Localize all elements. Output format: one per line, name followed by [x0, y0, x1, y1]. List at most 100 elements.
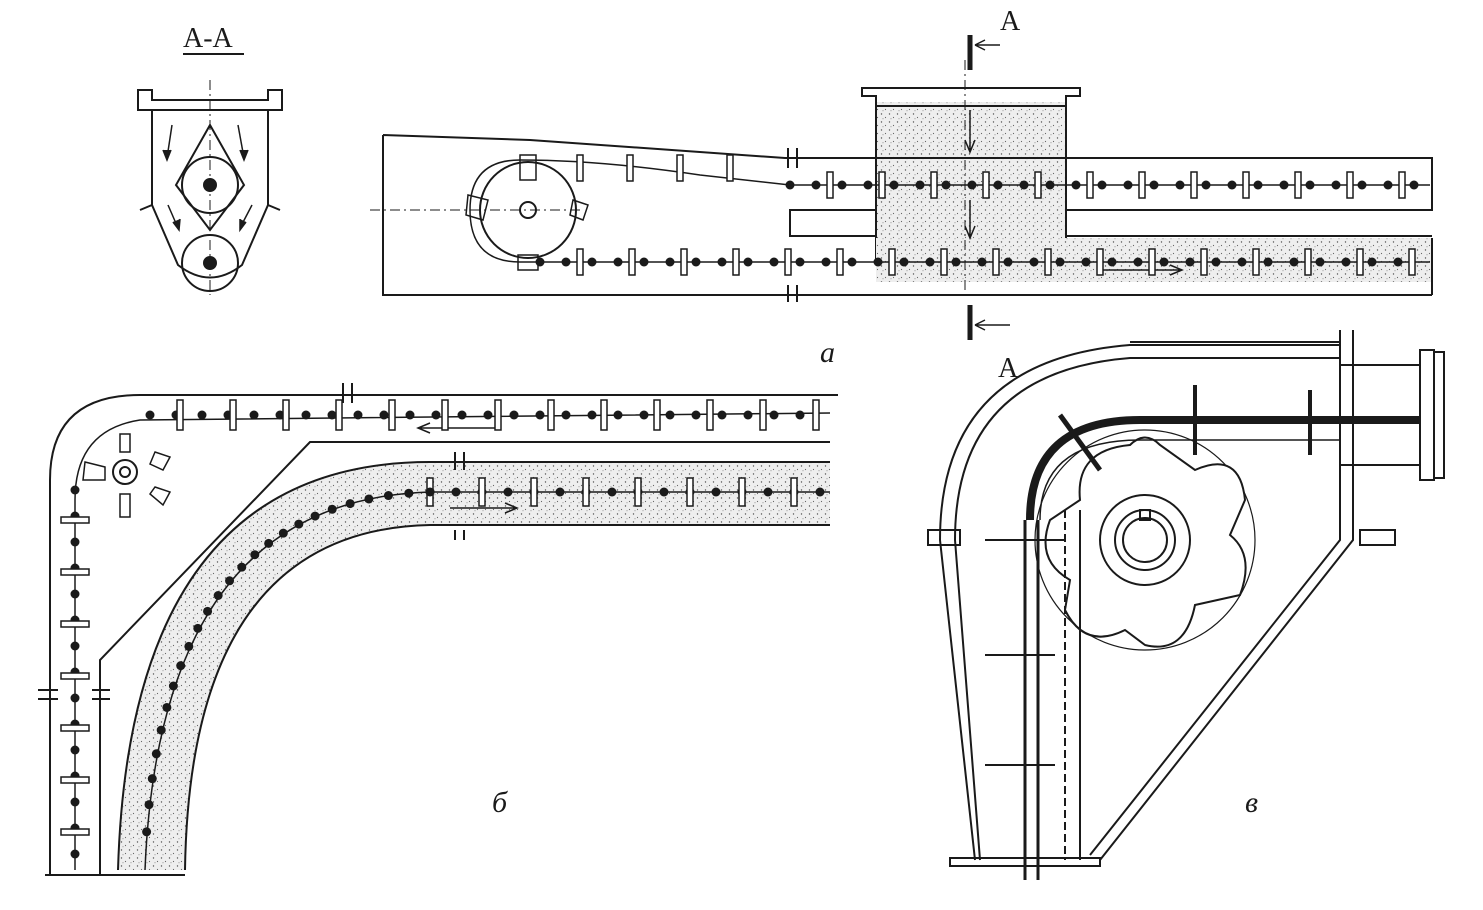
chain-link: [1107, 257, 1117, 267]
chain-link: [278, 528, 288, 538]
chain-link: [613, 257, 623, 267]
feed-arrow-a: [964, 110, 976, 240]
chain-top: [519, 159, 1430, 186]
chain-link: [147, 774, 157, 784]
chain-link: [294, 519, 304, 529]
cut-label-bottom: А: [998, 353, 1019, 384]
chain-link: [951, 257, 961, 267]
drive-sprocket: [1034, 429, 1256, 651]
scraper-flight: [732, 248, 740, 276]
casing-inner-b1: [99, 441, 830, 875]
chain-link: [821, 257, 831, 267]
chain-link: [1357, 180, 1367, 190]
upper-chain-circle: [181, 156, 239, 214]
flange-bottom: [787, 285, 798, 302]
chain-link: [691, 257, 701, 267]
chain-link: [1383, 180, 1393, 190]
scraper-flight: [1304, 248, 1312, 276]
chain-link: [1185, 257, 1195, 267]
chain-link: [1279, 180, 1289, 190]
view-a-conveyor: А а: [370, 6, 1433, 369]
chain-link: [176, 661, 186, 671]
view-v-label: в: [1245, 786, 1258, 819]
casing-inner-b3: [184, 524, 830, 871]
chain-link: [1097, 180, 1107, 190]
chain-link: [509, 410, 519, 420]
chain-link: [1409, 180, 1419, 190]
flange-b1: [342, 383, 353, 403]
flange-b2: [454, 452, 465, 540]
chain-link: [769, 410, 779, 420]
scraper-flight: [738, 477, 746, 507]
scraper-flight: [388, 399, 396, 431]
chain-link: [785, 180, 795, 190]
scraper-flight: [676, 154, 684, 182]
chain-link: [1211, 257, 1221, 267]
chain-link: [1393, 257, 1403, 267]
scraper-flight: [878, 171, 886, 199]
scraper-flight: [229, 399, 237, 431]
scraper-flight: [60, 776, 90, 784]
chain-link: [711, 487, 721, 497]
chain-link: [156, 725, 166, 735]
scraper-flight: [759, 399, 767, 431]
scraper-flight: [726, 154, 734, 182]
scraper-flight: [628, 248, 636, 276]
chain-link: [425, 487, 435, 497]
chain-link: [250, 550, 260, 560]
scraper-flight: [1294, 171, 1302, 199]
chain-link: [431, 410, 441, 420]
chain-link: [383, 491, 393, 501]
chain-link: [639, 410, 649, 420]
chain-link: [264, 538, 274, 548]
chain-link: [769, 257, 779, 267]
chain-link: [1071, 180, 1081, 190]
chain-link: [1045, 180, 1055, 190]
chain-link: [1315, 257, 1325, 267]
flange-b3: [38, 689, 110, 700]
scraper-flight: [60, 516, 90, 524]
scraper-flight: [60, 724, 90, 732]
chain-link: [1289, 257, 1299, 267]
chain-link: [1175, 180, 1185, 190]
scraper-flight: [930, 171, 938, 199]
scraper-flight: [60, 672, 90, 680]
chain-link: [70, 641, 80, 651]
chain-link: [847, 257, 857, 267]
view-b-label: б: [492, 786, 508, 819]
scraper-flight: [576, 248, 584, 276]
scraper-flight: [1086, 171, 1094, 199]
chain-link: [763, 487, 773, 497]
section-aa-view: А-А: [137, 23, 283, 295]
view-b-conveyor: б: [38, 383, 838, 876]
chain-link: [353, 410, 363, 420]
chain-link: [977, 257, 987, 267]
chain-link: [70, 797, 80, 807]
chain-link: [151, 749, 161, 759]
chain-link: [237, 562, 247, 572]
chain-link: [1227, 180, 1237, 190]
chain-link: [1341, 257, 1351, 267]
scraper-flight: [282, 399, 290, 431]
chain-link: [70, 693, 80, 703]
chain-link: [555, 487, 565, 497]
scraper-flight: [1346, 171, 1354, 199]
chain-link: [162, 702, 172, 712]
cut-arrow-bottom: [974, 319, 1010, 331]
scraper-flight: [547, 399, 555, 431]
chain-link: [639, 257, 649, 267]
chain-link: [941, 180, 951, 190]
scraper-flight: [680, 248, 688, 276]
chain-link: [379, 410, 389, 420]
scraper-flight: [335, 399, 343, 431]
side-flange-v: [927, 529, 1396, 546]
chain-link: [837, 180, 847, 190]
housing-inner-v: [953, 357, 1340, 861]
scraper-flight: [1356, 248, 1364, 276]
scraper-flight: [494, 399, 502, 431]
scraper-v1: [1057, 413, 1103, 472]
vertical-chain: [985, 510, 1081, 880]
section-aa-title: А-А: [183, 23, 234, 54]
chain-link: [743, 410, 753, 420]
shaft-cap: [1433, 351, 1445, 479]
